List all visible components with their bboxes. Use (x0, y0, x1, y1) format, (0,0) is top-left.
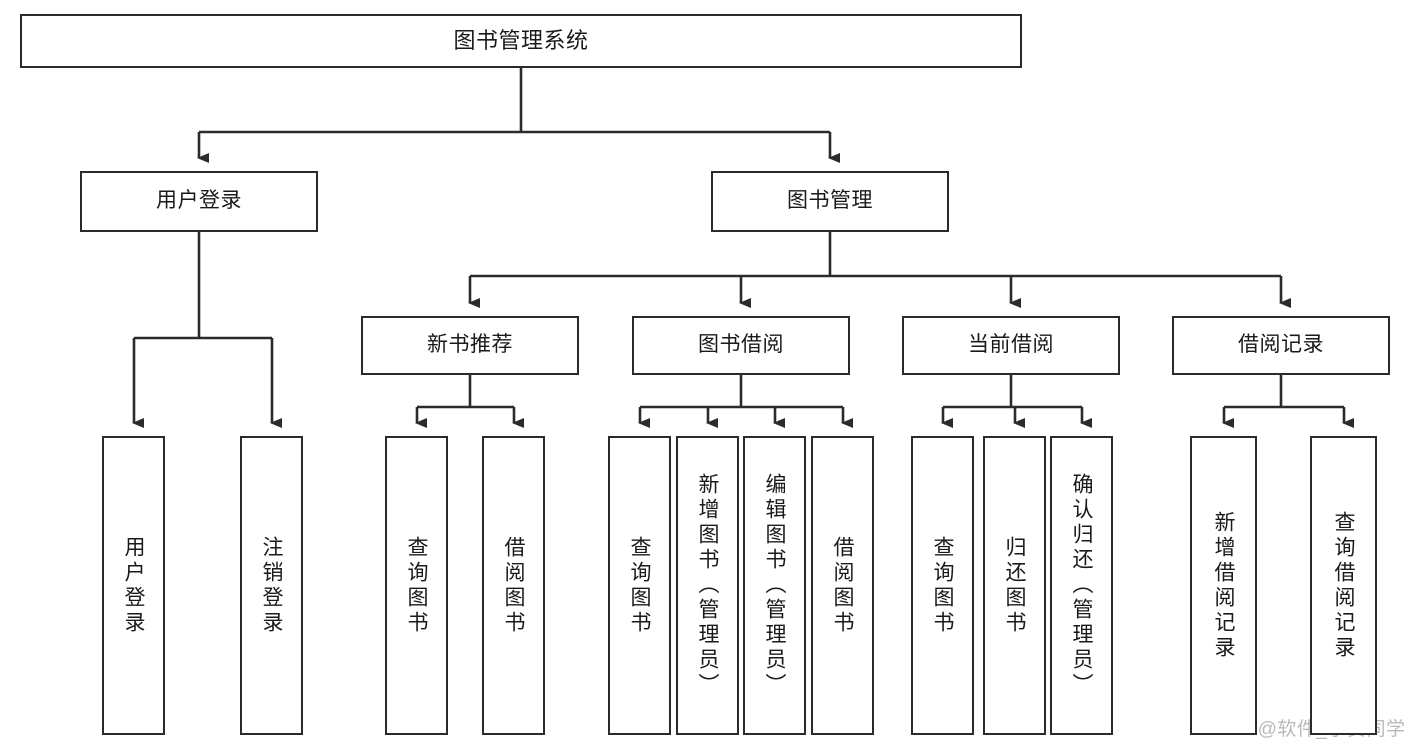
node-root-root[interactable]: 图书管理系统 (20, 14, 1022, 68)
node-user-login[interactable]: 用户登录 (80, 171, 318, 232)
node-label: 查询图书 (628, 535, 651, 636)
node-label: 用户登录 (122, 535, 145, 636)
node-label: 图书管理 (787, 189, 873, 213)
node-current-borrow[interactable]: 当前借阅 (902, 316, 1120, 375)
node-label: 用户登录 (156, 189, 242, 213)
node-leaf-query-book-rec[interactable]: 查询图书 (385, 436, 448, 735)
node-label: 图书借阅 (698, 333, 784, 357)
node-label: 注销登录 (260, 535, 283, 636)
node-leaf-query-book-cur[interactable]: 查询图书 (911, 436, 974, 735)
node-label: 新书推荐 (427, 333, 513, 357)
node-borrow-record[interactable]: 借阅记录 (1172, 316, 1390, 375)
node-leaf-borrow-book-rec[interactable]: 借阅图书 (482, 436, 545, 735)
node-label: 图书管理系统 (453, 28, 589, 54)
node-label: 查询图书 (931, 535, 954, 636)
node-leaf-add-record[interactable]: 新增借阅记录 (1190, 436, 1257, 735)
node-label: 编辑图书（管理员） (763, 473, 786, 698)
node-leaf-borrow-book[interactable]: 借阅图书 (811, 436, 874, 735)
node-label: 查询借阅记录 (1332, 510, 1355, 661)
node-leaf-query-record[interactable]: 查询借阅记录 (1310, 436, 1377, 735)
node-label: 当前借阅 (968, 333, 1054, 357)
node-new-book-rec[interactable]: 新书推荐 (361, 316, 579, 375)
node-label: 新增借阅记录 (1212, 510, 1235, 661)
node-leaf-confirm-return[interactable]: 确认归还（管理员） (1050, 436, 1113, 735)
node-label: 归还图书 (1003, 535, 1026, 636)
node-label: 确认归还（管理员） (1070, 473, 1093, 698)
node-leaf-user-login[interactable]: 用户登录 (102, 436, 165, 735)
node-book-borrow[interactable]: 图书借阅 (632, 316, 850, 375)
node-label: 借阅图书 (502, 535, 525, 636)
node-leaf-edit-book[interactable]: 编辑图书（管理员） (743, 436, 806, 735)
node-label: 借阅图书 (831, 535, 854, 636)
node-label: 查询图书 (405, 535, 428, 636)
node-leaf-add-book[interactable]: 新增图书（管理员） (676, 436, 739, 735)
node-leaf-logout[interactable]: 注销登录 (240, 436, 303, 735)
node-leaf-return-book[interactable]: 归还图书 (983, 436, 1046, 735)
node-label: 新增图书（管理员） (696, 473, 719, 698)
node-leaf-query-book[interactable]: 查询图书 (608, 436, 671, 735)
node-book-manage[interactable]: 图书管理 (711, 171, 949, 232)
node-label: 借阅记录 (1238, 333, 1324, 357)
